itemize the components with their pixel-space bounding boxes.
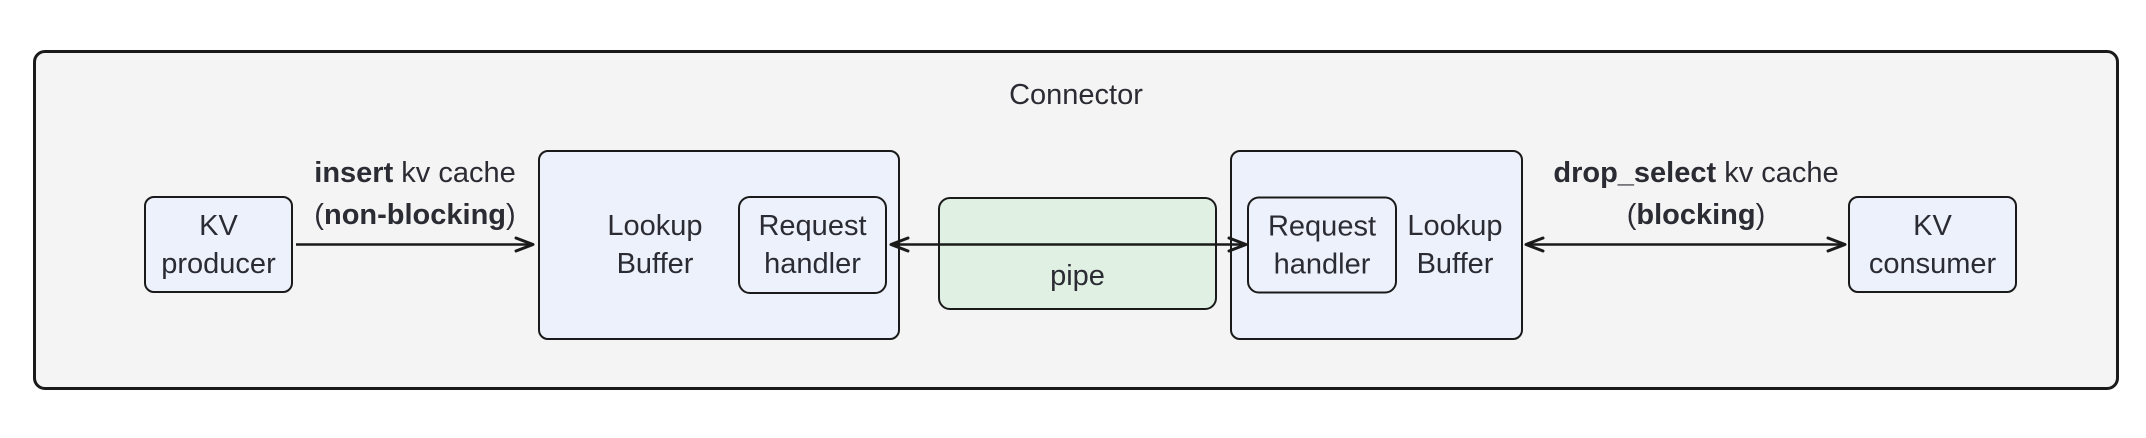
edge-drop-select-paren-open: ( [1626,199,1637,231]
node-lookup-buffer-right: Request handler Lookup Buffer [1230,150,1523,340]
node-kv-consumer: KV consumer [1848,196,2017,293]
node-pipe: pipe [938,197,1217,310]
edge-insert-paren-open: ( [314,199,324,231]
edge-label-drop-select-line2: (blocking) [1553,194,1838,236]
lookup-buffer-right-label: Lookup Buffer [1395,207,1515,283]
lookup-buffer-right-line2: Buffer [1416,248,1494,280]
request-handler-left-line2: handler [764,248,861,280]
kv-producer-label-line1: KV [199,209,238,242]
edge-insert-paren-close: ) [506,199,516,231]
request-handler-right-line1: Request [1267,210,1376,242]
edge-insert-op: insert [314,157,394,189]
kv-consumer-label-line1: KV [1913,209,1952,242]
lookup-buffer-left-line1: Lookup [607,210,703,242]
lookup-buffer-left-line2: Buffer [616,248,694,280]
lookup-buffer-right-line1: Lookup [1407,210,1503,242]
request-handler-right-line2: handler [1273,248,1371,280]
lookup-buffer-left-label: Lookup Buffer [570,207,740,283]
edge-drop-select-suffix: kv cache [1716,157,1839,189]
edge-label-insert: insert kv cache (non-blocking) [314,152,515,236]
edge-drop-select-paren-close: ) [1755,199,1766,231]
kv-producer-label-line2: producer [161,247,276,280]
edge-label-drop-select: drop_select kv cache (blocking) [1553,152,1838,236]
node-kv-producer: KV producer [144,196,293,293]
edge-insert-mode: non-blocking [323,199,507,231]
node-lookup-buffer-left: Lookup Buffer Request handler [538,150,900,340]
request-handler-left-line1: Request [758,210,867,242]
node-request-handler-right: Request handler [1247,196,1397,294]
edge-drop-select-op: drop_select [1553,157,1717,189]
kv-consumer-label-line2: consumer [1868,247,1997,280]
edge-drop-select-mode: blocking [1636,199,1756,231]
edge-label-insert-line2: (non-blocking) [314,194,515,236]
node-request-handler-left: Request handler [738,196,887,294]
edge-label-insert-line1: insert kv cache [314,152,515,194]
connector-title: Connector [1009,79,1143,111]
edge-insert-suffix: kv cache [393,157,516,189]
edge-label-drop-select-line1: drop_select kv cache [1553,152,1838,194]
pipe-label: pipe [1050,260,1105,292]
